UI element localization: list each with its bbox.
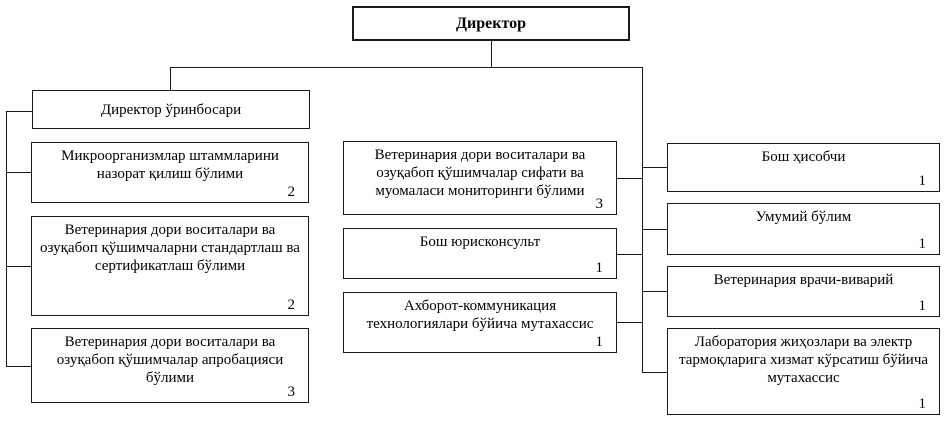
staff-count: 1 — [918, 298, 927, 314]
connector-stub-middle-3 — [617, 322, 642, 323]
connector-right-spine — [642, 67, 643, 373]
org-box-label: Бош юрисконсульт — [419, 234, 541, 250]
connector-stub-deputy — [6, 111, 32, 112]
staff-count: 1 — [918, 173, 927, 189]
org-box-label: Ветеринария дори воситалари ва озуқабоп … — [56, 334, 284, 386]
staff-count: 1 — [595, 334, 604, 350]
org-box-deputy-label: Директор ўринбосари — [100, 101, 242, 118]
staff-count: 2 — [287, 184, 296, 200]
staff-count: 3 — [287, 384, 296, 400]
org-box-approbation: Ветеринария дори воситалари ва озуқабоп … — [31, 328, 309, 403]
staff-count: 1 — [595, 260, 604, 276]
staff-count: 1 — [918, 396, 927, 412]
connector-stub-right-2 — [642, 229, 667, 230]
connector-left-spine — [6, 111, 7, 367]
staff-count: 3 — [595, 196, 604, 212]
org-box-label: Ветеринария врачи-виварий — [713, 272, 894, 288]
connector-director-drop — [491, 41, 492, 67]
org-box-director: Директор — [352, 6, 630, 41]
org-box-label: Микроорганизмлар штаммларини назорат қил… — [61, 148, 279, 182]
org-box-label: Ветеринария дори воситалари ва озуқабоп … — [374, 147, 586, 199]
org-box-microorganism-strain-control: Микроорганизмлар штаммларини назорат қил… — [31, 142, 309, 203]
connector-deputy-drop — [170, 67, 171, 91]
org-box-quality-monitoring: Ветеринария дори воситалари ва озуқабоп … — [343, 141, 617, 215]
org-box-label: Лаборатория жиҳозлари ва электр тармоқла… — [678, 334, 929, 386]
org-box-chief-accountant: Бош ҳисобчи 1 — [667, 143, 940, 192]
org-box-chief-legal-counsel: Бош юрисконсульт 1 — [343, 228, 617, 279]
org-box-label: Ветеринария дори воситалари ва озуқабоп … — [40, 222, 300, 274]
staff-count: 2 — [287, 297, 296, 313]
connector-stub-right-4 — [642, 372, 667, 373]
connector-stub-left-3 — [6, 366, 31, 367]
org-box-vet-doctor-vivarium: Ветеринария врачи-виварий 1 — [667, 266, 940, 317]
connector-stub-right-3 — [642, 291, 667, 292]
org-box-label: Умумий бўлим — [755, 209, 852, 225]
connector-top-bus — [170, 67, 643, 68]
org-box-label: Ахборот-коммуникация технологиялари бўйи… — [366, 298, 594, 332]
org-box-ict-specialist: Ахборот-коммуникация технологиялари бўйи… — [343, 292, 617, 353]
org-box-director-label: Директор — [456, 14, 526, 32]
org-box-label: Бош ҳисобчи — [761, 149, 846, 165]
connector-stub-middle-2 — [617, 254, 642, 255]
org-box-general-department: Умумий бўлим 1 — [667, 203, 940, 255]
org-box-standardization-certification: Ветеринария дори воситалари ва озуқабоп … — [31, 216, 309, 316]
connector-stub-left-1 — [6, 172, 31, 173]
org-box-deputy-director: Директор ўринбосари — [32, 90, 310, 129]
org-box-lab-equipment-electric-specialist: Лаборатория жиҳозлари ва электр тармоқла… — [667, 328, 940, 415]
connector-stub-left-2 — [6, 266, 31, 267]
connector-stub-right-1 — [642, 167, 667, 168]
connector-stub-middle-1 — [617, 178, 642, 179]
staff-count: 1 — [918, 236, 927, 252]
